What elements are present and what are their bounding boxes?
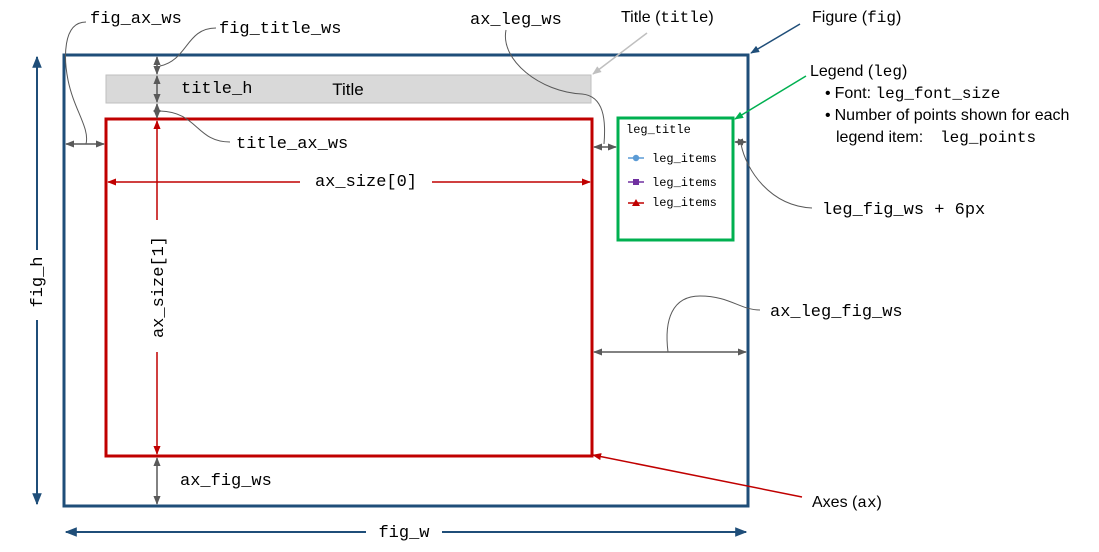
legend-callout-code: leg (873, 63, 902, 81)
legend-callout-prefix: Legend ( (810, 63, 874, 80)
font-bullet-code: leg_font_size (876, 85, 1001, 103)
points-bullet-code: leg_points (940, 129, 1036, 147)
ax-leg-ws-leader (504, 29, 606, 145)
ax-leg-ws-label: ax_leg_ws (470, 11, 562, 30)
title-callout-prefix: Title ( (621, 9, 661, 26)
legend-title: leg_title (626, 123, 691, 137)
points-bullet-line1: • Number of points shown for each (825, 107, 1069, 124)
legend-item-label-2: leg_items (652, 176, 717, 190)
title-callout-code: title (660, 9, 708, 27)
figure-callout-suffix: ) (896, 9, 901, 26)
axes-box (104, 117, 594, 458)
legend-item-2: leg_items (628, 176, 717, 190)
title-callout-suffix: ) (708, 9, 713, 26)
figure-callout-code: fig (867, 9, 896, 27)
title-callout-pointer (592, 32, 648, 75)
ax-size-1-label: ax_size[1] (150, 236, 169, 338)
leg-fig-ws-leader (740, 143, 813, 209)
leg-fig-ws-label: leg_fig_ws + 6px (822, 201, 985, 220)
axes-callout: Axes (ax) (812, 494, 882, 512)
legend-callout: Legend (leg) (810, 63, 907, 81)
title-ax-ws-leader (159, 110, 231, 143)
title-bar (105, 74, 592, 104)
axes-callout-suffix: ) (877, 494, 882, 511)
figure-box (62, 53, 750, 508)
legend-callout-suffix: ) (902, 63, 907, 80)
fig-ax-ws-leader (65, 21, 88, 145)
axes-callout-code: ax (857, 494, 876, 512)
title-h-label: title_h (181, 80, 252, 99)
points-bullet-line2-prefix: legend item: (836, 129, 932, 146)
ax-size-0-label: ax_size[0] (315, 173, 417, 192)
fig-h-label: fig_h (29, 256, 48, 307)
fig-title-ws-leader (159, 27, 217, 67)
fig-w-label: fig_w (378, 524, 430, 543)
legend-item-1: leg_items (628, 152, 717, 166)
fig-ax-ws-label: fig_ax_ws (90, 10, 182, 29)
figure-callout-pointer (750, 23, 801, 54)
legend-callout-pointer (734, 75, 807, 120)
circle-marker-icon (632, 154, 640, 162)
triangle-marker-icon (632, 199, 640, 206)
fig-title-ws-label: fig_title_ws (219, 20, 341, 39)
legend-item-label-3: leg_items (652, 196, 717, 210)
points-bullet-dot: • (825, 107, 831, 124)
axes-callout-pointer (592, 453, 803, 498)
title-callout: Title (title) (621, 9, 714, 27)
square-marker-icon (633, 179, 639, 185)
figure-callout-prefix: Figure ( (812, 9, 868, 26)
title-ax-ws-label: title_ax_ws (236, 135, 348, 154)
legend-item-3: leg_items (628, 196, 717, 210)
axes-callout-prefix: Axes ( (812, 494, 858, 511)
font-bullet-prefix: Font: (835, 85, 876, 102)
font-bullet-dot: • (825, 85, 831, 102)
title-bar-text: Title (332, 80, 364, 99)
figure-callout: Figure (fig) (812, 9, 901, 27)
font-bullet: • Font: leg_font_size (825, 85, 1000, 103)
legend-item-label-1: leg_items (652, 152, 717, 166)
ax-leg-fig-ws-leader (666, 295, 761, 353)
ax-leg-fig-ws-label: ax_leg_fig_ws (770, 303, 903, 322)
points-bullet-line2: legend item: leg_points (836, 129, 1036, 147)
ax-fig-ws-label: ax_fig_ws (180, 472, 272, 491)
points-bullet-text: Number of points shown for each (835, 107, 1070, 124)
